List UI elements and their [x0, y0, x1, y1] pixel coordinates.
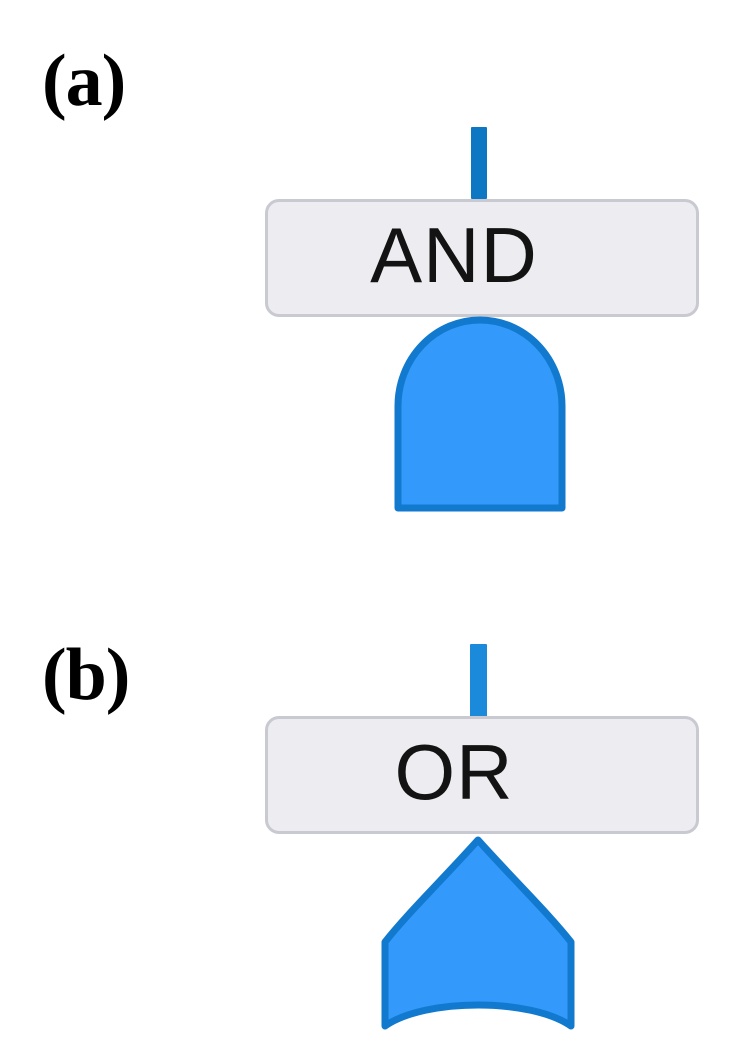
- and-label-box[interactable]: AND: [265, 199, 699, 317]
- or-label-text: OR: [394, 728, 514, 816]
- and-input-connector: [471, 127, 487, 199]
- or-gate-path: [381, 836, 575, 1030]
- or-gate-icon[interactable]: [381, 836, 575, 1030]
- panel-label-a: (a): [42, 40, 126, 122]
- and-gate-shape: [394, 316, 566, 512]
- panel-label-b: (b): [42, 634, 130, 716]
- or-input-connector: [470, 644, 487, 718]
- and-gate-icon[interactable]: [394, 316, 566, 512]
- or-gate-shape: [381, 836, 575, 1030]
- or-label-box[interactable]: OR: [265, 716, 699, 834]
- and-label-text: AND: [370, 211, 538, 299]
- and-gate-path: [394, 316, 566, 512]
